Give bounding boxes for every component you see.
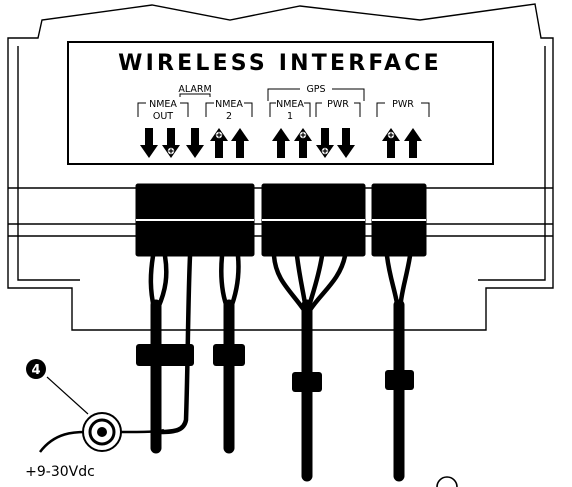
terminal-arrow-pwr-minus <box>404 128 422 158</box>
panel-title: WIRELESS INTERFACE <box>118 51 442 76</box>
terminal-arrow-nmea-2-plus <box>210 128 228 158</box>
callout-number: 4 <box>31 363 40 378</box>
group-label-gps-nmea-1-line1: NMEA <box>276 99 304 110</box>
cable-tie-nmea-2 <box>213 344 245 366</box>
terminal-blocks <box>135 183 427 257</box>
terminal-arrow-gps-nmea-1-minus <box>272 128 290 158</box>
terminal-arrow-nmea-2-minus <box>231 128 249 158</box>
terminal-arrow-pwr-plus <box>382 128 400 158</box>
terminal-arrow-nmea-out-plus <box>162 128 180 158</box>
enclosure-inner-outline <box>17 46 80 281</box>
group-label-gps-nmea-1-line2: 1 <box>287 111 293 122</box>
bracket-gps <box>267 88 365 101</box>
cable-ties <box>136 344 414 392</box>
group-label-nmea-out-line1: NMEA <box>149 99 177 110</box>
bracket-nmea-out <box>137 102 189 117</box>
callout-leader <box>46 376 89 415</box>
terminal-arrow-nmea-out-minus <box>140 128 158 158</box>
cable-tie-pwr <box>385 370 414 390</box>
group-label-nmea-2-line2: 2 <box>226 111 232 122</box>
group-label-nmea-out-line2: OUT <box>153 111 173 122</box>
callout-badge <box>26 359 46 379</box>
cable-tie-left <box>136 344 194 366</box>
corner-mark <box>436 476 458 487</box>
power-connector <box>39 412 165 453</box>
enclosure-outline <box>7 3 554 331</box>
bracket-pwr <box>376 102 430 117</box>
group-label-pwr: PWR <box>392 99 414 110</box>
terminal-arrows <box>140 128 422 158</box>
group-brackets <box>137 88 430 117</box>
terminal-arrow-alarm-minus <box>186 128 204 158</box>
group-label-gps-pwr: PWR <box>327 99 349 110</box>
terminal-arrow-gps-pwr-minus <box>337 128 355 158</box>
terminal-arrow-gps-nmea-1-plus <box>294 128 312 158</box>
group-label-nmea-2-line1: NMEA <box>215 99 243 110</box>
terminal-arrow-gps-pwr-plus <box>316 128 334 158</box>
bracket-nmea-2 <box>205 102 253 117</box>
power-input-label: +9-30Vdc <box>25 464 95 480</box>
power-jack-pin <box>97 427 107 437</box>
cables <box>148 253 413 482</box>
bracket-gps-pwr <box>315 102 361 117</box>
group-label-gps: GPS <box>306 84 325 95</box>
bracket-gps-nmea-1 <box>269 102 311 117</box>
bracket-alarm <box>179 93 211 97</box>
power-lead <box>39 430 87 453</box>
group-label-alarm: ALARM <box>178 84 211 95</box>
cable-tie-gps <box>292 372 322 392</box>
